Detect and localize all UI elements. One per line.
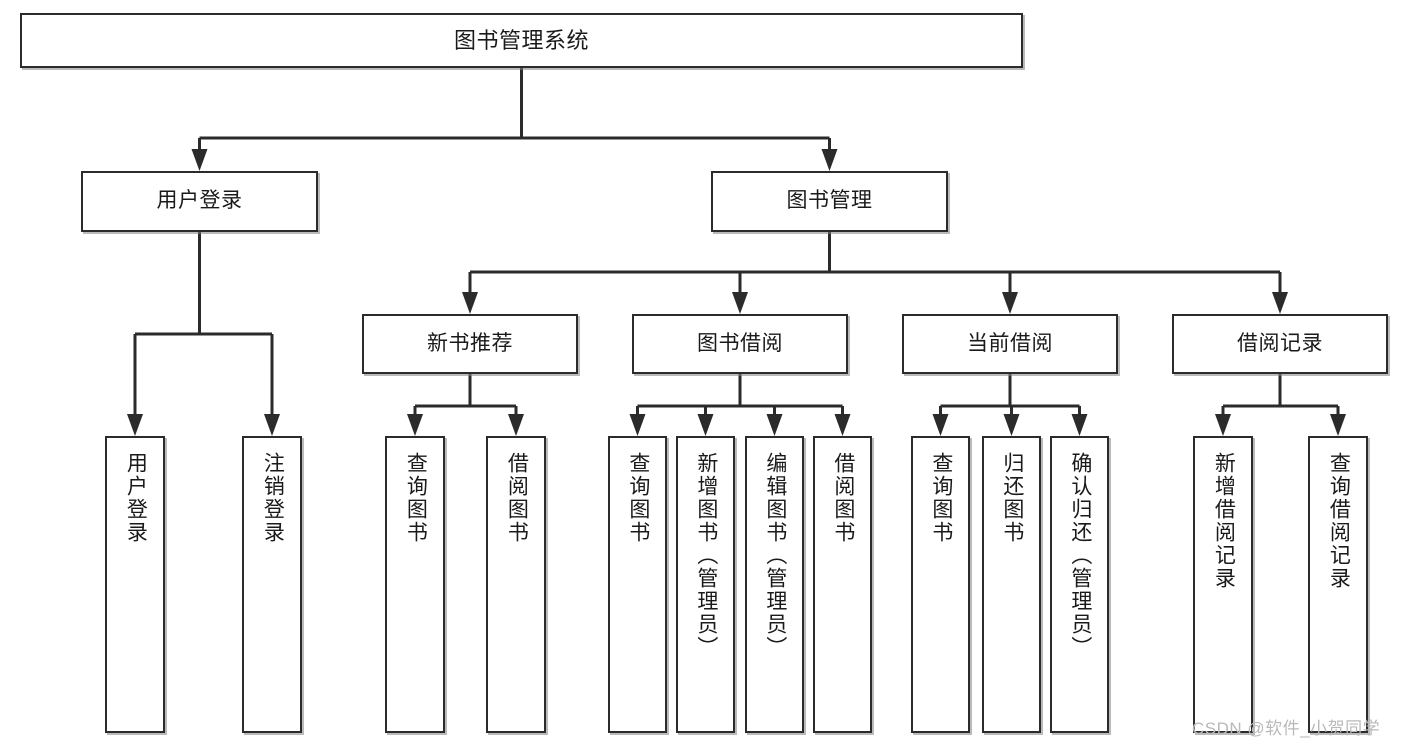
node-label: 当前借阅 — [967, 331, 1053, 355]
node-label: 新增图书（管理员） — [694, 452, 718, 659]
node-label: 归还图书 — [1000, 452, 1024, 544]
node-b1[interactable]: 查询图书 — [608, 436, 667, 733]
node-label: 注销登录 — [261, 452, 285, 544]
node-label: 查询图书 — [929, 452, 953, 544]
node-label: 借阅图书 — [831, 452, 855, 544]
node-r2[interactable]: 查询借阅记录 — [1308, 436, 1368, 733]
node-c3[interactable]: 确认归还（管理员） — [1050, 436, 1109, 733]
node-b2[interactable]: 新增图书（管理员） — [676, 436, 735, 733]
node-label: 图书借阅 — [697, 331, 783, 355]
node-newbook[interactable]: 新书推荐 — [362, 314, 578, 374]
node-login[interactable]: 用户登录 — [81, 171, 318, 232]
node-current[interactable]: 当前借阅 — [902, 314, 1118, 374]
watermark: CSDN @软件_小贺同学 — [1192, 719, 1381, 738]
node-n1[interactable]: 查询图书 — [385, 436, 445, 733]
node-label: 借阅图书 — [505, 452, 529, 544]
node-label: 查询借阅记录 — [1327, 452, 1351, 590]
node-label: 图书管理 — [786, 189, 873, 213]
node-label: 用户登录 — [124, 452, 148, 544]
node-label: 用户登录 — [156, 189, 243, 213]
node-label: 借阅记录 — [1237, 331, 1323, 355]
node-bookmgmt[interactable]: 图书管理 — [711, 171, 948, 232]
node-c2[interactable]: 归还图书 — [982, 436, 1041, 733]
node-n2[interactable]: 借阅图书 — [486, 436, 546, 733]
node-l2[interactable]: 注销登录 — [242, 436, 302, 733]
node-label: 新增借阅记录 — [1212, 452, 1236, 590]
node-label: 编辑图书（管理员） — [763, 452, 787, 659]
node-b4[interactable]: 借阅图书 — [813, 436, 872, 733]
node-root[interactable]: 图书管理系统 — [20, 13, 1023, 68]
node-label: 确认归还（管理员） — [1068, 452, 1092, 659]
node-l1[interactable]: 用户登录 — [105, 436, 165, 733]
node-borrow[interactable]: 图书借阅 — [632, 314, 848, 374]
node-label: 新书推荐 — [427, 331, 513, 355]
node-label: 图书管理系统 — [453, 27, 589, 53]
node-b3[interactable]: 编辑图书（管理员） — [745, 436, 804, 733]
node-records[interactable]: 借阅记录 — [1172, 314, 1388, 374]
node-r1[interactable]: 新增借阅记录 — [1193, 436, 1253, 733]
node-c1[interactable]: 查询图书 — [911, 436, 970, 733]
node-label: 查询图书 — [626, 452, 650, 544]
node-label: 查询图书 — [404, 452, 428, 544]
